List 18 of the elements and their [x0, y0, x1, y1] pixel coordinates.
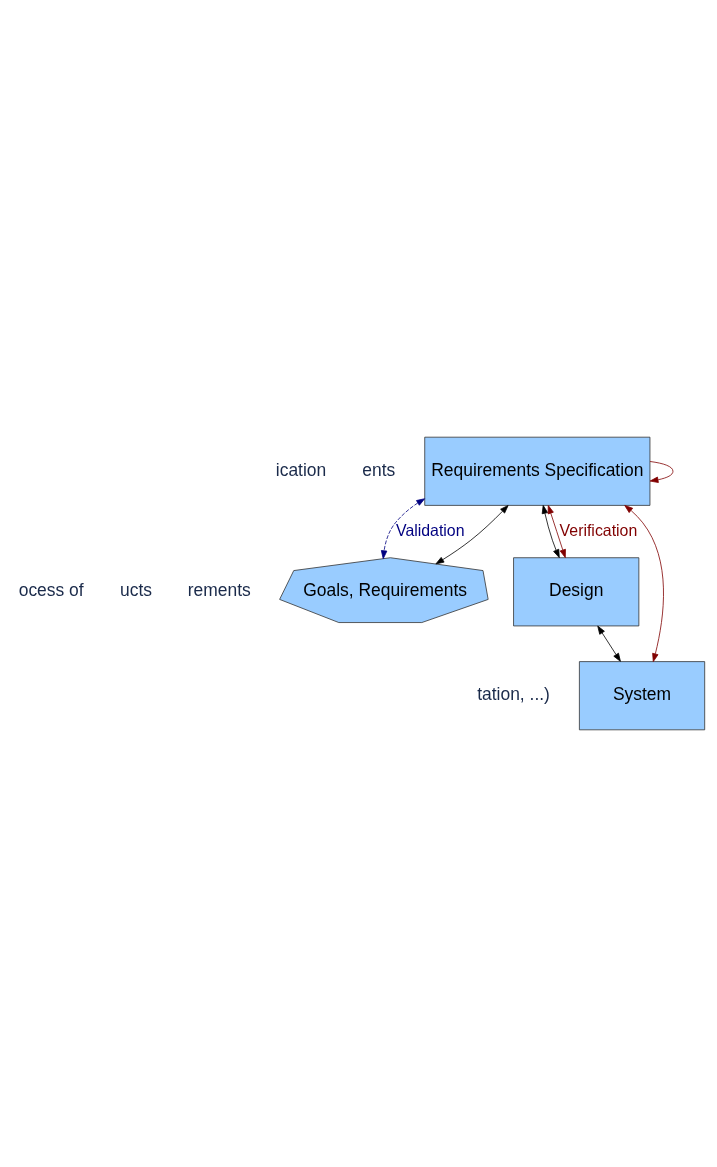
label: ocess of [18, 580, 84, 601]
node-box: Requirements Specification [424, 436, 651, 506]
label: rements [187, 580, 251, 601]
arrow [435, 505, 509, 565]
arrow [380, 498, 426, 560]
edge-label: Validation [396, 521, 465, 539]
arrow [624, 505, 664, 662]
arrow [649, 461, 674, 483]
node-box: System [579, 661, 706, 731]
label: ucts [120, 580, 153, 601]
arrow [541, 505, 560, 558]
arrow [547, 505, 566, 558]
label: ication [275, 459, 327, 480]
label: ents [362, 459, 396, 480]
edge-label: Verification [559, 521, 638, 539]
label: tation, ...) [477, 684, 550, 705]
node-box: Design [513, 557, 640, 627]
arrow [597, 625, 621, 662]
